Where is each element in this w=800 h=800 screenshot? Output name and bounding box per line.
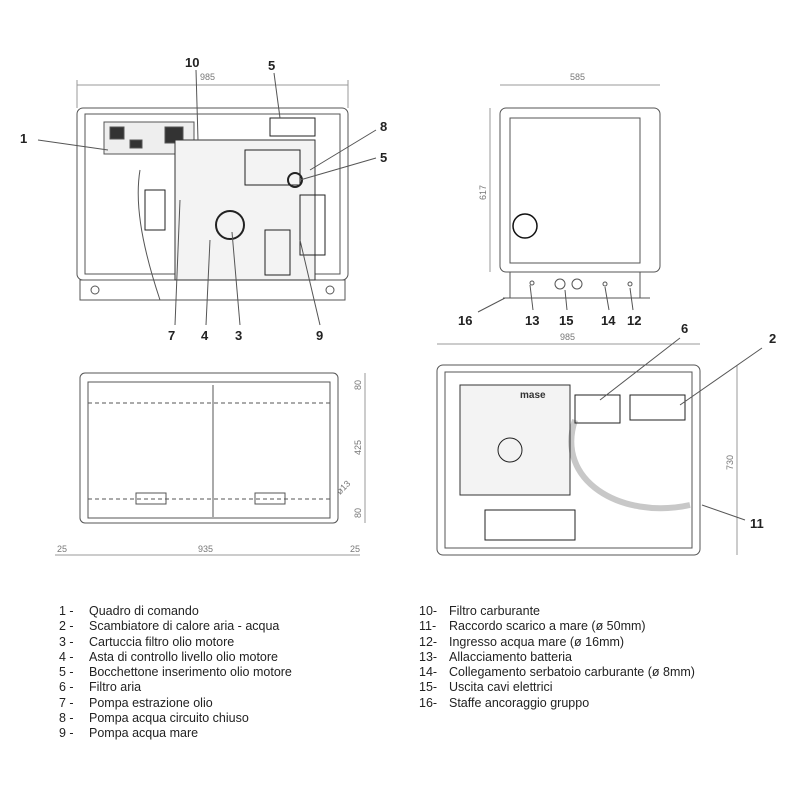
legend-item: 5 - Bocchettone inserimento olio motore: [59, 665, 292, 680]
legend-text: Cartuccia filtro olio motore: [89, 634, 235, 649]
callout-5a: 5: [268, 58, 275, 73]
legend-item: 4 - Asta di controllo livello olio motore: [59, 650, 292, 665]
front-width-dimension: 985: [200, 72, 215, 82]
legend-num: 10-: [419, 604, 438, 618]
legend-num: 14-: [419, 665, 438, 680]
callout-1: 1: [20, 131, 27, 146]
legend-item: 9 - Pompa acqua mare: [59, 726, 292, 741]
legend-text: Asta di controllo livello olio motore: [89, 649, 278, 664]
callout-16: 16: [458, 313, 472, 328]
legend-text: Collegamento serbatoio carburante (ø 8mm…: [449, 665, 695, 680]
brand-logo: mase: [520, 390, 546, 401]
legend-num: 4 -: [59, 649, 74, 664]
legend-item: 14- Collegamento serbatoio carburante (ø …: [419, 665, 695, 680]
top-width-dimension: 985: [560, 332, 575, 342]
legend-item: 6 - Filtro aria: [59, 680, 292, 695]
top-view: [436, 337, 763, 556]
callout-2: 2: [769, 331, 776, 346]
legend-text: Raccordo scarico a mare (ø 50mm): [449, 619, 646, 634]
legend-item: 15- Uscita cavi elettrici: [419, 680, 695, 695]
legend-text: Scambiatore di calore aria - acqua: [89, 619, 280, 634]
legend-num: 2 -: [59, 619, 74, 634]
callout-11: 11: [750, 516, 764, 531]
bottom-dim-top: 80: [353, 380, 363, 390]
legend-text: Pompa acqua circuito chiuso: [89, 711, 249, 726]
bottom-dim-right: 25: [350, 544, 360, 554]
hole-diameter: ø13: [334, 478, 352, 496]
legend-num: 13-: [419, 649, 438, 664]
front-view: [37, 69, 377, 326]
legend-item: 12- Ingresso acqua mare (ø 16mm): [419, 635, 695, 650]
callout-10: 10: [185, 55, 199, 70]
legend-num: 7 -: [59, 695, 74, 710]
legend-column-1: 1 - Quadro di comando 2 - Scambiatore di c…: [59, 604, 292, 742]
legend-text: Uscita cavi elettrici: [449, 680, 553, 695]
legend-item: 16- Staffe ancoraggio gruppo: [419, 696, 695, 711]
legend-num: 9 -: [59, 726, 74, 741]
legend-item: 3 - Cartuccia filtro olio motore: [59, 635, 292, 650]
legend-text: Ingresso acqua mare (ø 16mm): [449, 634, 625, 649]
legend-text: Allacciamento batteria: [449, 649, 572, 664]
callout-9: 9: [316, 328, 323, 343]
legend-num: 16-: [419, 695, 438, 710]
legend-text: Pompa estrazione olio: [89, 695, 213, 710]
callout-5b: 5: [380, 150, 387, 165]
legend-item: 11- Raccordo scarico a mare (ø 50mm): [419, 619, 695, 634]
legend-column-2: 10- Filtro carburante 11- Raccordo scarico…: [419, 604, 695, 711]
legend-text: Pompa acqua mare: [89, 726, 199, 741]
callout-13: 13: [525, 313, 539, 328]
legend-text: Filtro aria: [89, 680, 142, 695]
callout-8: 8: [380, 119, 387, 134]
legend-num: 8 -: [59, 711, 74, 726]
legend-item: 8 - Pompa acqua circuito chiuso: [59, 711, 292, 726]
legend-item: 13- Allacciamento batteria: [419, 650, 695, 665]
side-width-dimension: 585: [570, 72, 585, 82]
bottom-dim-left: 25: [57, 544, 67, 554]
bottom-view: [55, 372, 366, 556]
legend-item: 10- Filtro carburante: [419, 604, 695, 619]
callout-14: 14: [601, 313, 616, 328]
top-height-dimension: 730: [725, 455, 735, 470]
legend-num: 1 -: [59, 604, 74, 618]
callout-3: 3: [235, 328, 242, 343]
side-view: [477, 84, 661, 313]
bottom-dim-width: 935: [198, 544, 213, 554]
legend-item: 7 - Pompa estrazione olio: [59, 696, 292, 711]
legend-text: Staffe ancoraggio gruppo: [449, 695, 590, 710]
legend-num: 15-: [419, 680, 438, 695]
legend-num: 12-: [419, 634, 438, 649]
legend-text: Filtro carburante: [449, 604, 541, 618]
callout-12: 12: [627, 313, 641, 328]
legend-item: 1 - Quadro di comando: [59, 604, 292, 619]
legend-text: Quadro di comando: [89, 604, 199, 618]
bottom-dim-middle: 425: [353, 440, 363, 455]
callout-4: 4: [201, 328, 209, 343]
bottom-dim-bottom: 80: [353, 508, 363, 518]
callout-15: 15: [559, 313, 573, 328]
callout-7: 7: [168, 328, 175, 343]
legend-num: 5 -: [59, 665, 74, 680]
legend-num: 3 -: [59, 634, 74, 649]
legend-num: 11-: [419, 619, 437, 634]
legend-text: Bocchettone inserimento olio motore: [89, 665, 292, 680]
side-height-dimension: 617: [478, 185, 488, 200]
callout-6: 6: [681, 321, 688, 336]
legend-num: 6 -: [59, 680, 74, 695]
legend-item: 2 - Scambiatore di calore aria - acqua: [59, 619, 292, 634]
